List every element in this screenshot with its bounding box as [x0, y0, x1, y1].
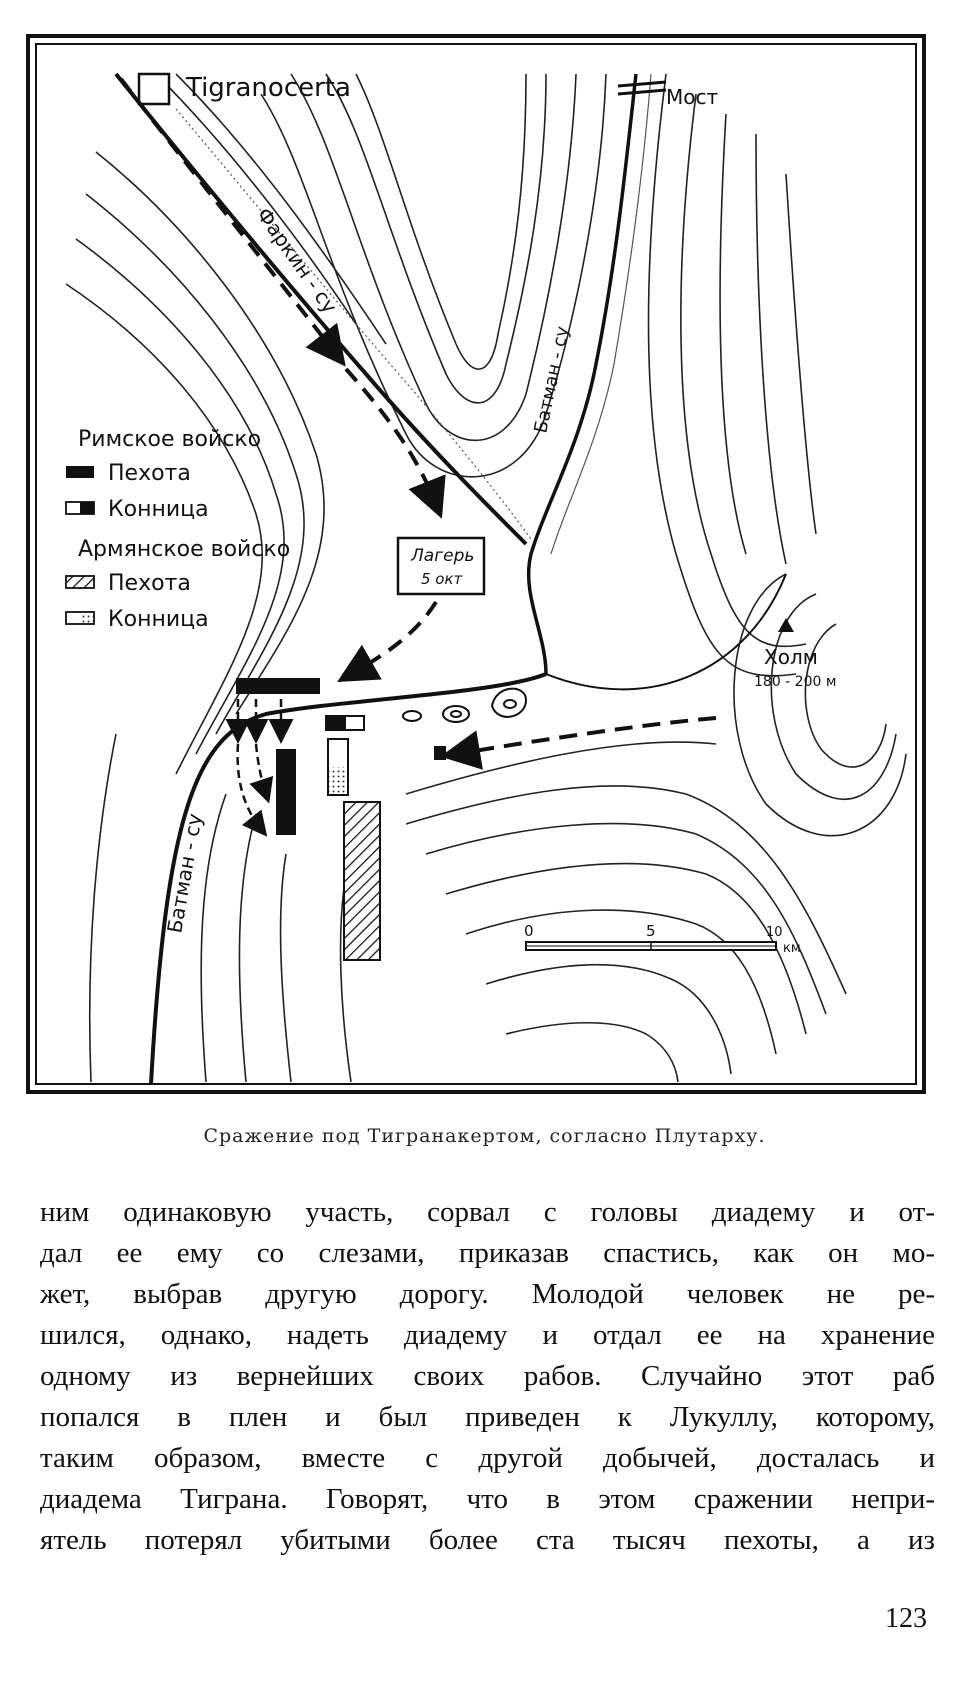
contour-line [785, 173, 817, 535]
bridge-line [617, 80, 667, 88]
hill-height: 180 - 200 м [754, 674, 836, 690]
contour-lines [65, 73, 907, 1083]
legend-armenian-cavalry: Конница [108, 607, 209, 632]
roman-infantry-unit [236, 678, 320, 694]
text-line: ятель потерял убитыми более ста тысяч пе… [40, 1524, 935, 1556]
island [490, 687, 528, 718]
contour-line [425, 822, 827, 1015]
contour-line [290, 73, 577, 442]
hill-label: Холм [764, 645, 818, 669]
contour-line [485, 963, 732, 1075]
legend-roman-infantry: Пехота [108, 461, 191, 486]
text-line: попался в плен и был приведен к Лукуллу,… [40, 1401, 935, 1433]
scale-bar: 0 5 10 км [524, 922, 801, 956]
contour-line [260, 73, 607, 478]
text-line: шился, однако, надеть диадему и отдал ее… [40, 1319, 935, 1351]
body-text: ним одинаковую участь, сорвал с головы д… [40, 1192, 935, 1561]
river-farkin-bank [175, 108, 532, 540]
island [503, 699, 517, 709]
text-line: таким образом, вместе с другой добычей, … [40, 1442, 935, 1474]
contour-line [733, 573, 907, 837]
city-label: Tigranocerta [185, 73, 351, 103]
armenian-cavalry-unit-fill [329, 767, 347, 794]
battle-map-svg: Tigranocerta Мост Фаркин - су Батман - с… [26, 34, 926, 1094]
contour-line [405, 785, 847, 995]
text-line: жет, выбрав другую дорогу. Молодой челов… [40, 1278, 935, 1310]
legend-roman-infantry-swatch [66, 466, 94, 478]
march-arrow [337, 600, 438, 682]
contour-line [647, 73, 797, 677]
contour-line [65, 283, 264, 775]
march-arrow [119, 77, 346, 367]
scale-unit: км [783, 941, 801, 956]
tigranocerta-square [137, 72, 171, 106]
contour-line [680, 93, 807, 648]
map-border-outer [26, 34, 926, 1094]
river-batman-lower-label: Батман - су [162, 812, 207, 935]
contour-line [405, 741, 717, 795]
island [450, 710, 462, 718]
contour-line [75, 238, 285, 755]
text-line: диадема Тиграна. Говорят, что в этом сра… [40, 1483, 935, 1515]
map-legend: Римское войско Пехота Конница Армянское … [65, 427, 290, 632]
roman-cavalry-unit [434, 746, 446, 760]
armenian-infantry-unit [343, 801, 381, 961]
hill-marker-icon [778, 618, 794, 632]
river-batman-upper [526, 73, 638, 675]
bridge-label: Мост [666, 85, 718, 109]
legend-roman-heading: Римское войско [78, 427, 261, 452]
contour-line [325, 73, 547, 404]
armenian-advance-arrow [440, 716, 717, 770]
march-arrow [344, 367, 446, 519]
island [442, 705, 470, 723]
legend-roman-cavalry-swatch-dark [80, 502, 94, 514]
roman-attack-arrows [225, 699, 294, 837]
legend-armenian-cavalry-swatch-fill [81, 613, 93, 623]
scale-tick-5: 5 [646, 922, 656, 940]
contour-line [505, 1022, 679, 1083]
legend-armenian-heading: Армянское войско [78, 537, 290, 562]
page-number: 123 [885, 1603, 927, 1634]
legend-armenian-infantry-swatch [65, 575, 95, 589]
contour-line [238, 813, 257, 1083]
contour-line [88, 733, 117, 1083]
text-line: дал ее ему со слезами, приказав спастись… [40, 1237, 935, 1269]
contour-line [95, 151, 325, 715]
contour-line [200, 793, 227, 1083]
contour-line [355, 73, 527, 370]
figure-caption: Сражение под Тигранакертом, согласно Плу… [203, 1125, 766, 1147]
river-batman-bend [545, 573, 787, 691]
attack-arrow [249, 743, 274, 804]
roman-cavalry-unit-dark [326, 716, 346, 730]
attack-arrow [236, 743, 268, 837]
camp-label-line2: 5 окт [421, 570, 464, 588]
legend-roman-cavalry: Конница [108, 497, 209, 522]
contour-line [719, 113, 747, 555]
contour-line [804, 623, 887, 768]
contour-line [155, 73, 357, 325]
contour-line [175, 73, 387, 345]
text-line: одному из вернейших своих рабов. Случайн… [40, 1360, 935, 1392]
camp-label-line1: Лагерь [410, 546, 474, 566]
scale-tick-0: 0 [524, 922, 534, 940]
camp-box [396, 536, 486, 596]
contour-line [465, 909, 777, 1055]
text-line: ним одинаковую участь, сорвал с головы д… [40, 1196, 935, 1228]
map-border-inner [35, 43, 917, 1085]
river-batman-upper-bank [550, 73, 652, 555]
river-islands [402, 687, 528, 723]
battle-map: Tigranocerta Мост Фаркин - су Батман - с… [26, 34, 926, 1094]
river-batman-upper-label: Батман - су [530, 324, 573, 435]
roman-march-route [119, 77, 446, 682]
contour-line [279, 853, 292, 1083]
roman-infantry-unit [276, 749, 296, 835]
contour-line [445, 862, 807, 1035]
island [402, 710, 422, 722]
contour-line [85, 193, 305, 735]
bridge-line [617, 88, 667, 96]
scale-tick-10: 10 [766, 925, 783, 940]
contour-line [755, 133, 787, 565]
legend-armenian-infantry: Пехота [108, 571, 191, 596]
